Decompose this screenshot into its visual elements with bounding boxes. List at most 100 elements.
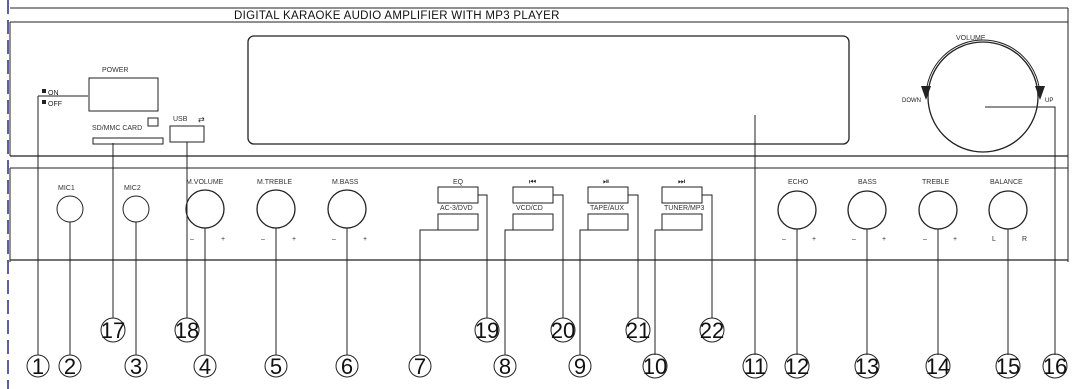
acd-label: AC-3/DVD <box>440 205 473 212</box>
amplifier-chassis <box>9 7 1069 262</box>
button-prev[interactable]: ⏮ <box>512 177 554 204</box>
knob-mic2[interactable]: MIC2 <box>122 185 150 223</box>
callout-16: 16 <box>1042 353 1068 379</box>
callout-numbers: 1 2 3 4 5 6 7 8 9 10 11 12 13 14 15 16 1… <box>26 317 1068 379</box>
svg-text:13: 13 <box>855 354 879 379</box>
treble-plus: + <box>953 236 957 243</box>
mtreble-knob[interactable] <box>256 189 296 229</box>
svg-text:5: 5 <box>270 354 282 379</box>
echo-label: ECHO <box>788 179 809 186</box>
callout-20: 20 <box>550 317 576 343</box>
callout-15: 15 <box>995 353 1021 379</box>
bass-minus: – <box>852 236 856 243</box>
callout-19: 19 <box>474 317 500 343</box>
balance-knob[interactable] <box>988 190 1028 230</box>
volume-knob[interactable] <box>927 41 1039 153</box>
button-tuner[interactable]: TUNER/MP3 <box>661 205 705 231</box>
bass-plus: + <box>882 236 886 243</box>
mic2-jack[interactable] <box>122 195 150 223</box>
usb-label: USB <box>173 116 188 123</box>
eq-button[interactable] <box>437 186 479 204</box>
svg-text:6: 6 <box>341 354 353 379</box>
button-next[interactable]: ⏭ <box>661 177 703 204</box>
callout-2: 2 <box>58 354 82 379</box>
balance-label: BALANCE <box>990 179 1023 186</box>
play-pause-button[interactable] <box>587 186 629 204</box>
power-off-indicator <box>42 100 46 104</box>
button-tape[interactable]: TAPE/AUX <box>587 205 629 231</box>
svg-text:11: 11 <box>744 354 767 379</box>
volume-down-label: DOWN <box>902 98 921 104</box>
svg-text:19: 19 <box>475 318 499 343</box>
button-eq[interactable]: EQ <box>437 179 479 204</box>
balance-left: L <box>992 236 996 243</box>
mbass-knob[interactable] <box>327 189 367 229</box>
mic1-jack[interactable] <box>56 195 84 223</box>
mvolume-knob[interactable] <box>185 189 225 229</box>
callout-13: 13 <box>854 353 880 379</box>
mtreble-label: M.TREBLE <box>257 179 292 186</box>
svg-text:20: 20 <box>551 318 575 343</box>
callout-3: 3 <box>124 354 148 379</box>
button-acd[interactable]: AC-3/DVD <box>437 205 479 231</box>
card-slot[interactable] <box>92 137 164 145</box>
svg-text:2: 2 <box>64 354 76 379</box>
svg-text:14: 14 <box>926 354 950 379</box>
echo-knob[interactable] <box>777 190 817 230</box>
mic2-label: MIC2 <box>124 185 141 192</box>
svg-text:12: 12 <box>785 354 809 379</box>
svg-text:3: 3 <box>130 354 142 379</box>
svg-text:9: 9 <box>574 354 586 379</box>
mbass-plus: + <box>363 236 367 243</box>
callout-9: 9 <box>568 354 592 379</box>
treble-minus: – <box>923 236 927 243</box>
power-button[interactable] <box>88 77 159 112</box>
svg-text:7: 7 <box>414 354 426 379</box>
prev-button[interactable] <box>512 186 554 204</box>
volume-label: VOLUME <box>956 35 986 42</box>
callout-11: 11 <box>742 353 768 379</box>
treble-knob[interactable] <box>918 190 958 230</box>
callout-1: 1 <box>26 354 50 379</box>
svg-text:22: 22 <box>700 318 724 343</box>
callout-18: 18 <box>174 317 200 343</box>
callout-22: 22 <box>699 317 725 343</box>
echo-plus: + <box>812 236 816 243</box>
next-button[interactable] <box>661 186 703 204</box>
tape-button[interactable] <box>587 213 629 231</box>
vcd-button[interactable] <box>512 213 554 231</box>
echo-minus: – <box>782 236 786 243</box>
knob-mtreble[interactable]: M.TREBLE – + <box>256 179 296 243</box>
svg-text:17: 17 <box>101 318 125 343</box>
volume-down-arrow-icon <box>921 86 931 100</box>
knob-mic1[interactable]: MIC1 <box>56 185 84 223</box>
svg-text:16: 16 <box>1043 354 1067 379</box>
volume-section: VOLUME DOWN UP <box>902 35 1053 153</box>
svg-text:8: 8 <box>499 354 511 379</box>
usb-port[interactable] <box>169 125 205 143</box>
knob-mbass[interactable]: M.BASS – + <box>327 179 367 243</box>
button-play[interactable]: ⏯ <box>587 177 629 204</box>
callout-6: 6 <box>335 354 359 379</box>
power-section: POWER ON OFF <box>38 67 159 112</box>
acd-button[interactable] <box>437 213 479 231</box>
button-vcd[interactable]: VCD/CD <box>512 205 554 231</box>
power-off-label: OFF <box>48 101 62 108</box>
callout-21: 21 <box>625 317 651 343</box>
mtreble-minus: – <box>261 236 265 243</box>
mtreble-plus: + <box>292 236 296 243</box>
mvolume-minus: – <box>190 236 194 243</box>
volume-up-arrow-icon <box>1035 86 1045 100</box>
display-window <box>247 35 850 145</box>
power-on-indicator <box>42 89 46 93</box>
power-on-label: ON <box>48 90 59 97</box>
svg-text:4: 4 <box>199 354 211 379</box>
tuner-button[interactable] <box>661 213 703 231</box>
svg-text:15: 15 <box>996 354 1020 379</box>
callout-14: 14 <box>925 353 951 379</box>
svg-text:1: 1 <box>32 354 44 379</box>
knob-mvolume[interactable]: M.VOLUME – + <box>185 179 225 243</box>
treble-label: TREBLE <box>922 179 950 186</box>
bass-knob[interactable] <box>847 190 887 230</box>
